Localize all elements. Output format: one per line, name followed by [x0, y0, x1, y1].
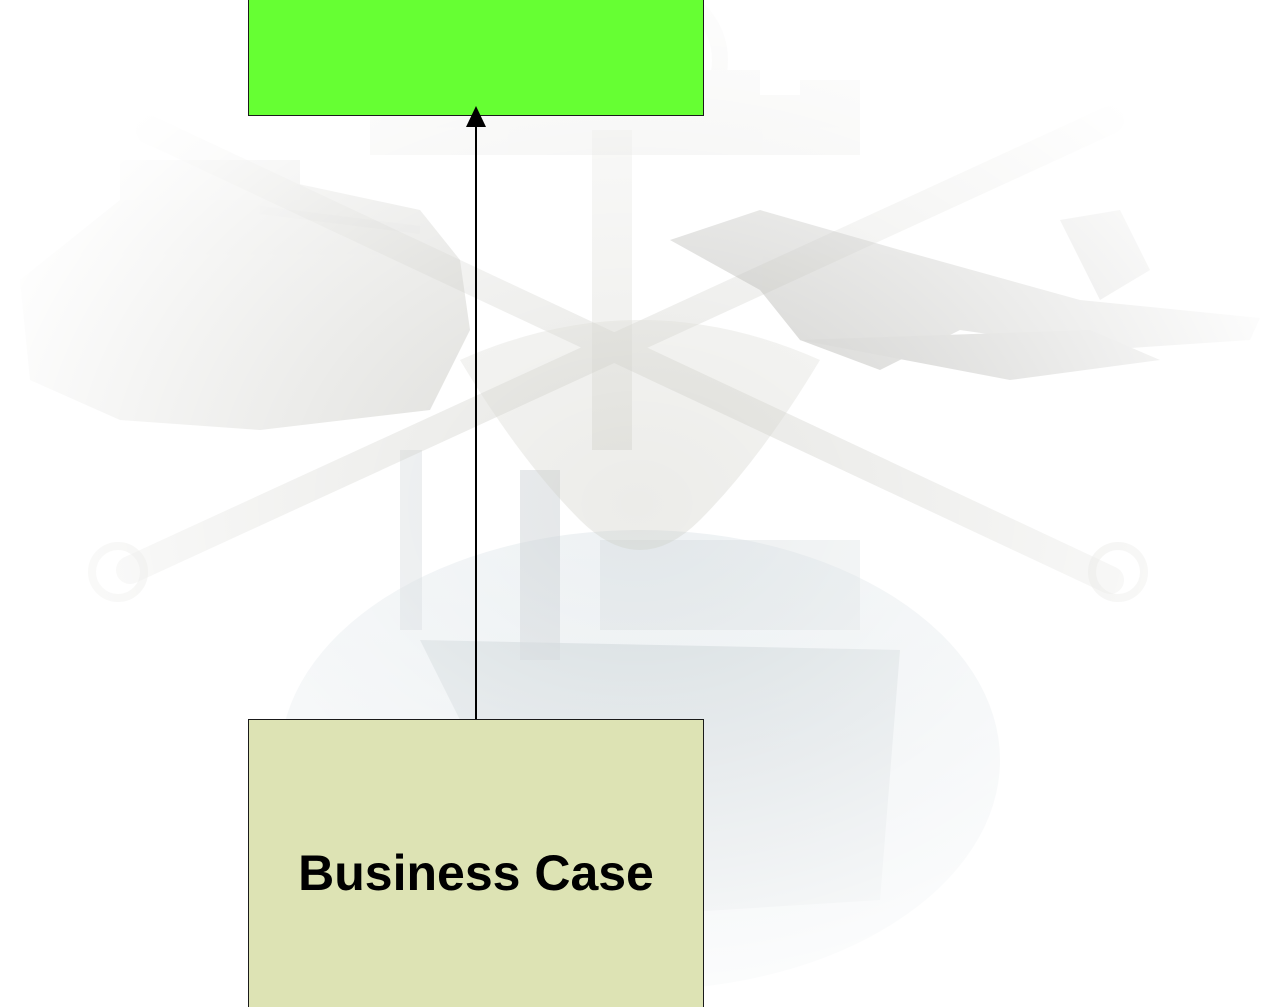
business-case-box: Business Case	[248, 719, 704, 1007]
top-box	[248, 0, 704, 116]
business-case-label: Business Case	[298, 844, 654, 902]
